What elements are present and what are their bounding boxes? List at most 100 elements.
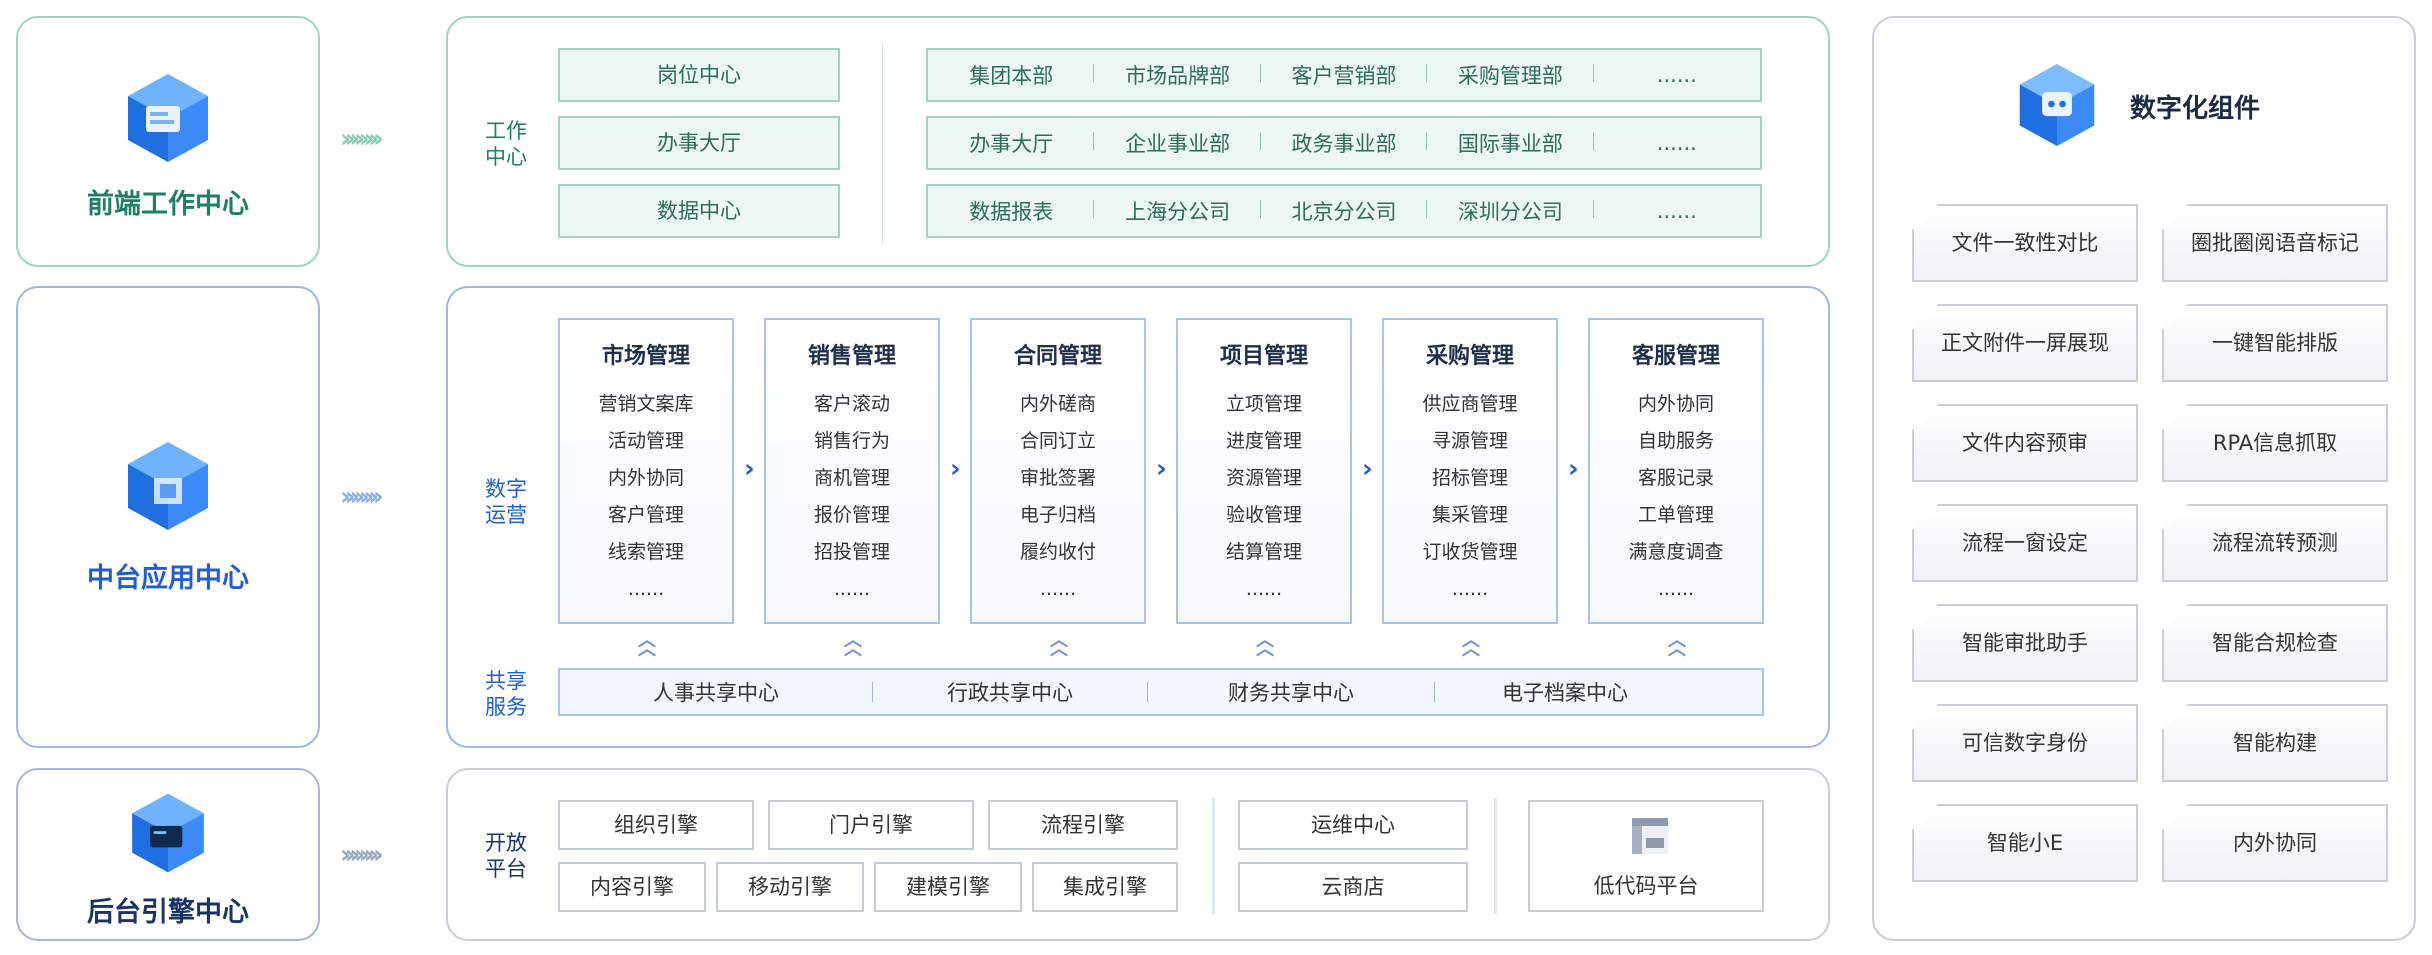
module-item: 客户管理 xyxy=(607,504,684,526)
module-card-sales[interactable]: 销售管理 客户滚动 销售行为 商机管理 报价管理 招投管理 ...... xyxy=(764,318,940,624)
module-item: 结算管理 xyxy=(1225,541,1302,563)
module-item: 供应商管理 xyxy=(1422,393,1518,415)
module-item: ...... xyxy=(1245,578,1283,600)
module-item: 电子归档 xyxy=(1019,504,1096,526)
module-item: ...... xyxy=(833,578,871,600)
front-work-center-panel: 前端工作中心 xyxy=(16,16,320,267)
department-item: ...... xyxy=(1656,131,1697,155)
chevron-right-icon: › xyxy=(1568,454,1579,484)
digital-operations-panel: 数字运营 市场管理 营销文案库 活动管理 内外协同 客户管理 线索管理 ....… xyxy=(446,286,1830,748)
divider xyxy=(1147,682,1148,702)
component-item[interactable]: 智能合规检查 xyxy=(2162,604,2388,682)
work-department-row: 集团本部 市场品牌部 客户营销部 采购管理部 ...... xyxy=(926,48,1762,102)
component-item[interactable]: 圈批圈阅语音标记 xyxy=(2162,204,2388,282)
back-engine-center-title: 后台引擎中心 xyxy=(87,897,249,928)
module-item: 招标管理 xyxy=(1431,467,1508,489)
module-card-market[interactable]: 市场管理 营销文案库 活动管理 内外协同 客户管理 线索管理 ...... xyxy=(558,318,734,624)
module-card-title: 采购管理 xyxy=(1425,344,1514,369)
department-item: ...... xyxy=(1656,63,1697,87)
department-item[interactable]: 办事大厅 xyxy=(928,128,1095,158)
module-item: ...... xyxy=(1657,578,1695,600)
department-item[interactable]: 北京分公司 xyxy=(1261,196,1428,226)
layout-icon xyxy=(1632,818,1668,854)
module-item: 客户滚动 xyxy=(813,393,890,415)
component-item[interactable]: 智能小E xyxy=(1912,804,2138,882)
module-item: 自助服务 xyxy=(1637,430,1714,452)
module-card-title: 销售管理 xyxy=(807,344,896,369)
engine-item[interactable]: 集成引擎 xyxy=(1032,862,1178,912)
divider xyxy=(1494,798,1497,914)
work-left-item[interactable]: 岗位中心 xyxy=(558,48,840,102)
component-item[interactable]: 智能构建 xyxy=(2162,704,2388,782)
component-item[interactable]: 一键智能排版 xyxy=(2162,304,2388,382)
department-item[interactable]: 政务事业部 xyxy=(1261,128,1428,158)
department-item[interactable]: 国际事业部 xyxy=(1427,128,1595,158)
module-card-title: 市场管理 xyxy=(601,344,690,369)
module-item: 工单管理 xyxy=(1637,504,1714,526)
module-item: 招投管理 xyxy=(813,541,890,563)
module-card-procurement[interactable]: 采购管理 供应商管理 寻源管理 招标管理 集采管理 订收货管理 ...... xyxy=(1382,318,1558,624)
module-item: 内外协同 xyxy=(1637,393,1714,415)
module-item: 客服记录 xyxy=(1637,467,1714,489)
work-department-row: 办事大厅 企业事业部 政务事业部 国际事业部 ...... xyxy=(926,116,1762,170)
engine-item[interactable]: 组织引擎 xyxy=(558,800,754,850)
component-item[interactable]: 文件内容预审 xyxy=(1912,404,2138,482)
engine-item[interactable]: 内容引擎 xyxy=(558,862,706,912)
department-item[interactable]: 采购管理部 xyxy=(1427,60,1595,90)
chevron-right-icon: › xyxy=(744,454,755,484)
double-up-arrow-icon: ︿︿ xyxy=(1256,630,1274,660)
engine-item[interactable]: 流程引擎 xyxy=(988,800,1178,850)
middle-app-center-title: 中台应用中心 xyxy=(87,563,249,594)
component-item[interactable]: 正文附件一屏展现 xyxy=(1912,304,2138,382)
component-item[interactable]: 可信数字身份 xyxy=(1912,704,2138,782)
module-card-service[interactable]: 客服管理 内外协同 自助服务 客服记录 工单管理 满意度调查 ...... xyxy=(1588,318,1764,624)
module-item: 报价管理 xyxy=(813,504,890,526)
module-item: 立项管理 xyxy=(1225,393,1302,415)
module-item: ...... xyxy=(627,578,665,600)
department-item[interactable]: 数据报表 xyxy=(928,196,1095,226)
double-up-arrow-icon: ︿︿ xyxy=(1050,630,1068,660)
middle-app-center-panel: 中台应用中心 xyxy=(16,286,320,748)
department-item[interactable]: 企业事业部 xyxy=(1094,128,1262,158)
divider xyxy=(1434,682,1435,702)
work-center-panel: 工作中心 岗位中心 办事大厅 数据中心 集团本部 市场品牌部 客户营销部 采购管… xyxy=(446,16,1830,267)
work-left-item[interactable]: 数据中心 xyxy=(558,184,840,238)
double-up-arrow-icon: ︿︿ xyxy=(844,630,862,660)
lowcode-platform-box[interactable]: 低代码平台 xyxy=(1528,800,1764,912)
shared-service-item[interactable]: 电子档案中心 xyxy=(1502,681,1628,705)
component-item[interactable]: 流程一窗设定 xyxy=(1912,504,2138,582)
engine-item[interactable]: 建模引擎 xyxy=(874,862,1022,912)
department-item[interactable]: 客户营销部 xyxy=(1261,60,1428,90)
shared-service-item[interactable]: 人事共享中心 xyxy=(653,681,779,705)
department-item[interactable]: 市场品牌部 xyxy=(1094,60,1262,90)
front-work-center-title: 前端工作中心 xyxy=(87,189,249,220)
digital-operations-label: 数字运营 xyxy=(485,477,527,527)
module-card-contract[interactable]: 合同管理 内外磋商 合同订立 审批签署 电子归档 履约收付 ...... xyxy=(970,318,1146,624)
component-item[interactable]: 流程流转预测 xyxy=(2162,504,2388,582)
component-item[interactable]: 智能审批助手 xyxy=(1912,604,2138,682)
component-item[interactable]: RPA信息抓取 xyxy=(2162,404,2388,482)
module-item: 合同订立 xyxy=(1019,430,1096,452)
open-platform-label: 开放平台 xyxy=(485,831,527,881)
department-item[interactable]: 集团本部 xyxy=(928,60,1095,90)
engine-item[interactable]: 移动引擎 xyxy=(716,862,864,912)
department-item[interactable]: 深圳分公司 xyxy=(1427,196,1595,226)
work-left-item[interactable]: 办事大厅 xyxy=(558,116,840,170)
divider xyxy=(882,42,883,244)
module-item: 活动管理 xyxy=(607,430,684,452)
ops-item[interactable]: 运维中心 xyxy=(1238,800,1468,850)
robot-cube-icon xyxy=(2019,64,2095,146)
component-item[interactable]: 内外协同 xyxy=(2162,804,2388,882)
module-item: 内外协同 xyxy=(607,467,684,489)
digital-components-title: 数字化组件 xyxy=(2130,94,2261,124)
department-item[interactable]: 上海分公司 xyxy=(1094,196,1262,226)
chevron-connector-icon: ›››››››› xyxy=(340,482,384,512)
module-card-title: 项目管理 xyxy=(1219,344,1308,369)
shared-service-item[interactable]: 财务共享中心 xyxy=(1228,681,1354,705)
ops-item[interactable]: 云商店 xyxy=(1238,862,1468,912)
engine-item[interactable]: 门户引擎 xyxy=(768,800,974,850)
shared-service-item[interactable]: 行政共享中心 xyxy=(947,681,1073,705)
module-card-project[interactable]: 项目管理 立项管理 进度管理 资源管理 验收管理 结算管理 ...... xyxy=(1176,318,1352,624)
component-item[interactable]: 文件一致性对比 xyxy=(1912,204,2138,282)
module-item: 内外磋商 xyxy=(1019,393,1096,415)
